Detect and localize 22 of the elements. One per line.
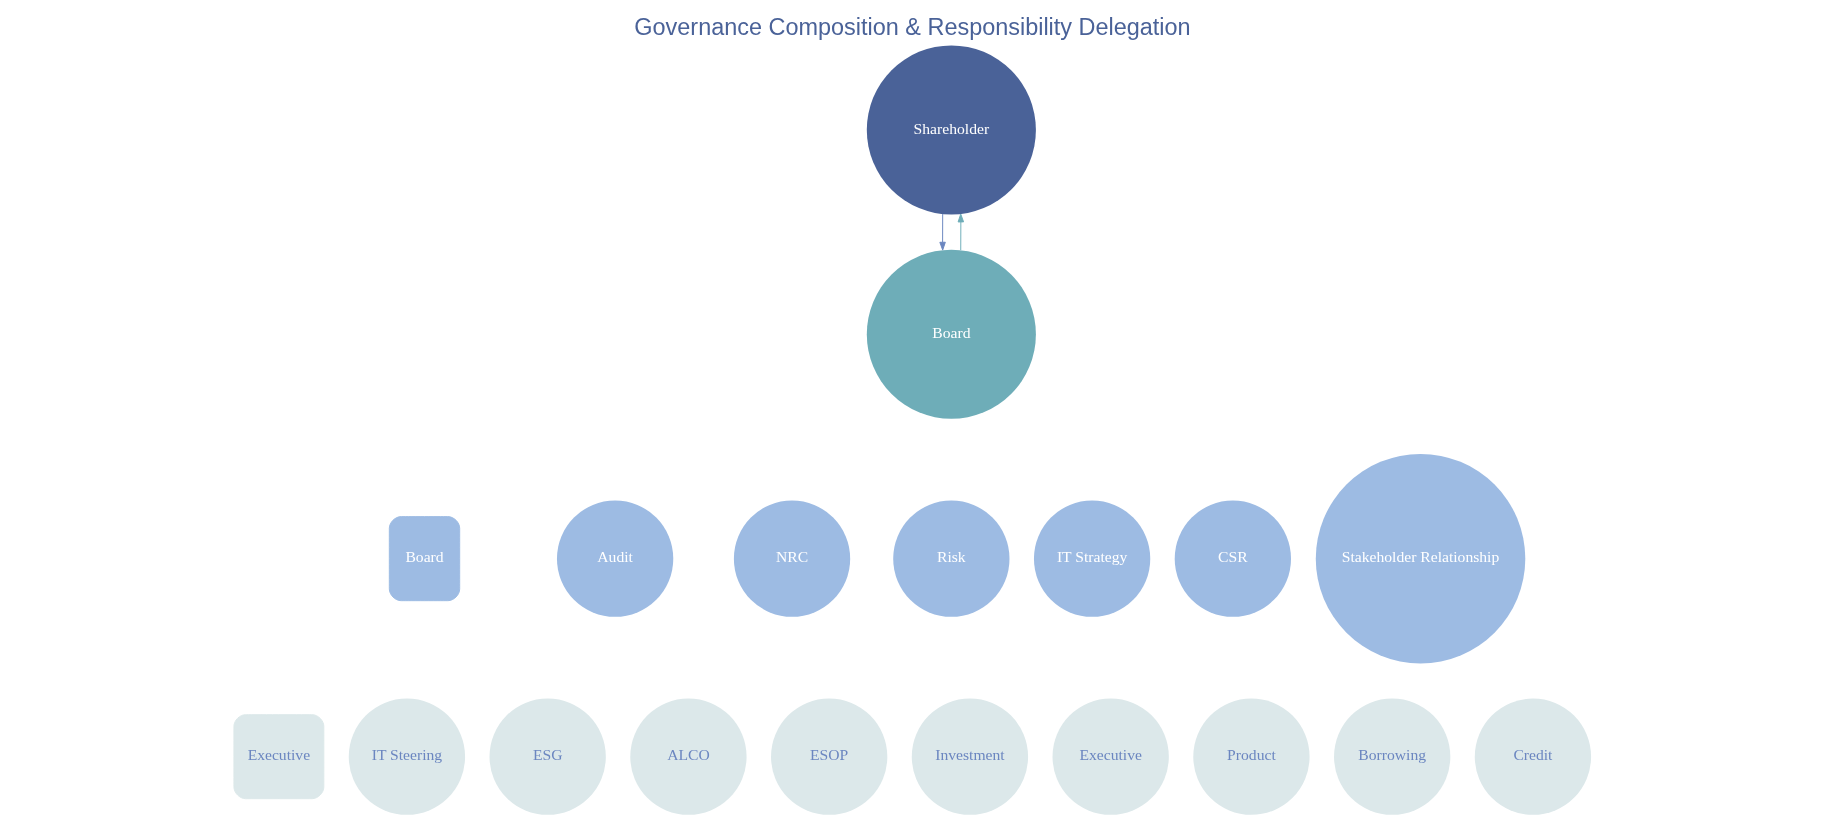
node-circle: Shareholder bbox=[866, 45, 1036, 215]
node-circle: Investment bbox=[911, 698, 1029, 815]
diagram-title: Governance Composition & Responsibility Delegation bbox=[634, 13, 1191, 40]
arrow bbox=[957, 213, 965, 251]
node-circle: IT Strategy bbox=[1033, 500, 1151, 617]
node-circle: Product bbox=[1193, 698, 1310, 815]
node-circle: Stakeholder Relationship bbox=[1315, 453, 1526, 664]
node-box: Board bbox=[388, 516, 461, 602]
node-circle: NRC bbox=[733, 500, 851, 617]
node-circle: ALCO bbox=[630, 698, 747, 815]
node-circle: Credit bbox=[1474, 698, 1592, 815]
node-box: Executive bbox=[233, 714, 325, 800]
node-circle: CSR bbox=[1174, 500, 1291, 617]
arrow bbox=[939, 213, 946, 251]
node-circle: Risk bbox=[893, 500, 1010, 617]
node-circle: Board bbox=[866, 249, 1036, 419]
node-circle: Executive bbox=[1052, 698, 1169, 815]
node-circle: ESOP bbox=[771, 698, 888, 815]
node-circle: IT Steering bbox=[348, 698, 466, 815]
node-circle: Audit bbox=[556, 500, 674, 617]
node-circle: Borrowing bbox=[1334, 698, 1451, 815]
node-circle: ESG bbox=[489, 698, 606, 815]
